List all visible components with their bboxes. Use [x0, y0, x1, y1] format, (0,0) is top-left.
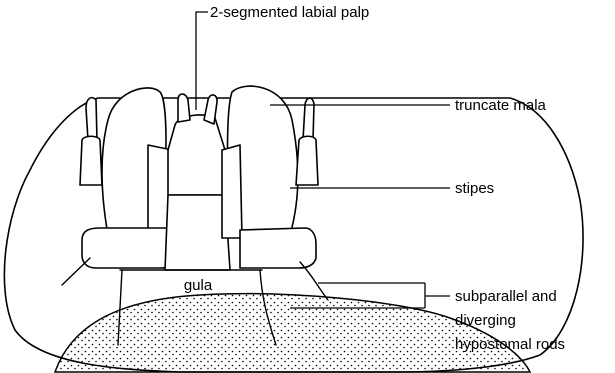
- label-mala: truncate mala: [455, 97, 547, 114]
- right-cardo: [240, 228, 316, 268]
- label-hypostomal-1: subparallel and: [455, 288, 557, 305]
- label-stipes: stipes: [455, 180, 494, 197]
- label-hypostomal-2: diverging: [455, 312, 516, 329]
- right-maxillary-palp-base: [296, 136, 318, 185]
- label-gula: gula: [184, 277, 213, 294]
- prementum: [168, 115, 225, 195]
- mentum: [165, 195, 230, 270]
- left-cardo: [82, 228, 178, 268]
- right-stipes: [222, 145, 242, 238]
- left-maxillary-palp-base: [80, 136, 102, 185]
- leader-labial-palp: [196, 12, 208, 110]
- labial-palp-left: [178, 94, 190, 122]
- label-hypostomal-3: hypostomal rods: [455, 336, 565, 353]
- label-labial-palp: 2-segmented labial palp: [210, 4, 369, 21]
- left-maxillary-palp: [86, 98, 97, 140]
